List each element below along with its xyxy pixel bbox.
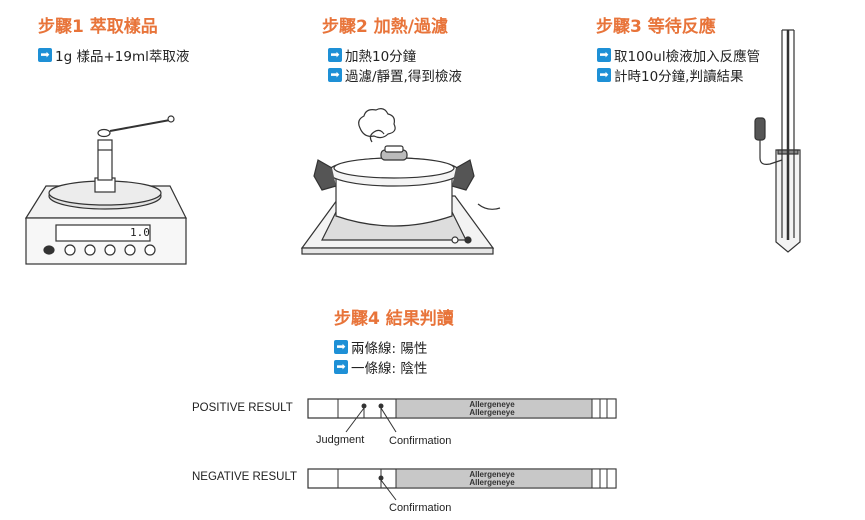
right-arrow-icon: ➡ <box>334 360 348 374</box>
right-arrow-icon: ➡ <box>328 68 342 82</box>
step3-bullet-text-1: 取100ul檢液加入反應管 <box>614 49 761 65</box>
step4-bullet-text-1: 兩條線: 陽性 <box>351 341 428 357</box>
cooker-illustration <box>300 108 501 255</box>
step4-bullet-2: ➡一條線: 陰性 <box>334 357 427 377</box>
tube-illustration <box>754 29 801 253</box>
step1-bullet: ➡1g 樣品+19ml萃取液 <box>38 45 189 65</box>
negative-confirmation-label: Confirmation <box>389 502 452 514</box>
positive-result-label: POSITIVE RESULT <box>192 402 293 414</box>
positive-strip-brand-1: Allergeneye <box>469 400 515 409</box>
right-arrow-icon: ➡ <box>38 48 52 62</box>
step4-title: 步驟4 結果判讀 <box>334 309 454 329</box>
negative-result-label: NEGATIVE RESULT <box>192 471 298 483</box>
positive-confirmation-label: Confirmation <box>389 435 452 447</box>
step2-bullet-text-2: 過濾/靜置,得到檢液 <box>345 69 462 85</box>
step3-bullet-2: ➡計時10分鐘,判讀結果 <box>597 65 743 85</box>
right-arrow-icon: ➡ <box>334 340 348 354</box>
step2-bullet-2: ➡過濾/靜置,得到檢液 <box>328 65 462 85</box>
step2-bullet-text-1: 加熱10分鐘 <box>345 49 417 65</box>
right-arrow-icon: ➡ <box>597 48 611 62</box>
step2-bullet-1: ➡加熱10分鐘 <box>328 45 416 65</box>
positive-strip: Allergeneye Allergeneye <box>307 398 617 433</box>
scale-display-value: 1.0 <box>130 226 150 239</box>
step3-bullet-text-2: 計時10分鐘,判讀結果 <box>614 69 744 85</box>
positive-strip-brand-2: Allergeneye <box>469 408 515 417</box>
right-arrow-icon: ➡ <box>328 48 342 62</box>
step1-title: 步驟1 萃取樣品 <box>38 17 158 37</box>
negative-strip-brand-2: Allergeneye <box>469 478 515 487</box>
negative-strip-brand-1: Allergeneye <box>469 470 515 479</box>
step3-bullet-1: ➡取100ul檢液加入反應管 <box>597 45 760 65</box>
step4-bullet-text-2: 一條線: 陰性 <box>351 361 428 377</box>
step1-bullet-text: 1g 樣品+19ml萃取液 <box>55 49 190 65</box>
step2-title: 步驟2 加熱/過濾 <box>322 17 448 37</box>
right-arrow-icon: ➡ <box>597 68 611 82</box>
negative-strip: Allergeneye Allergeneye <box>307 468 617 501</box>
step4-bullet-1: ➡兩條線: 陽性 <box>334 337 427 357</box>
step3-title: 步驟3 等待反應 <box>596 17 716 37</box>
positive-judgment-label: Judgment <box>316 434 365 446</box>
scale-illustration <box>24 115 187 265</box>
